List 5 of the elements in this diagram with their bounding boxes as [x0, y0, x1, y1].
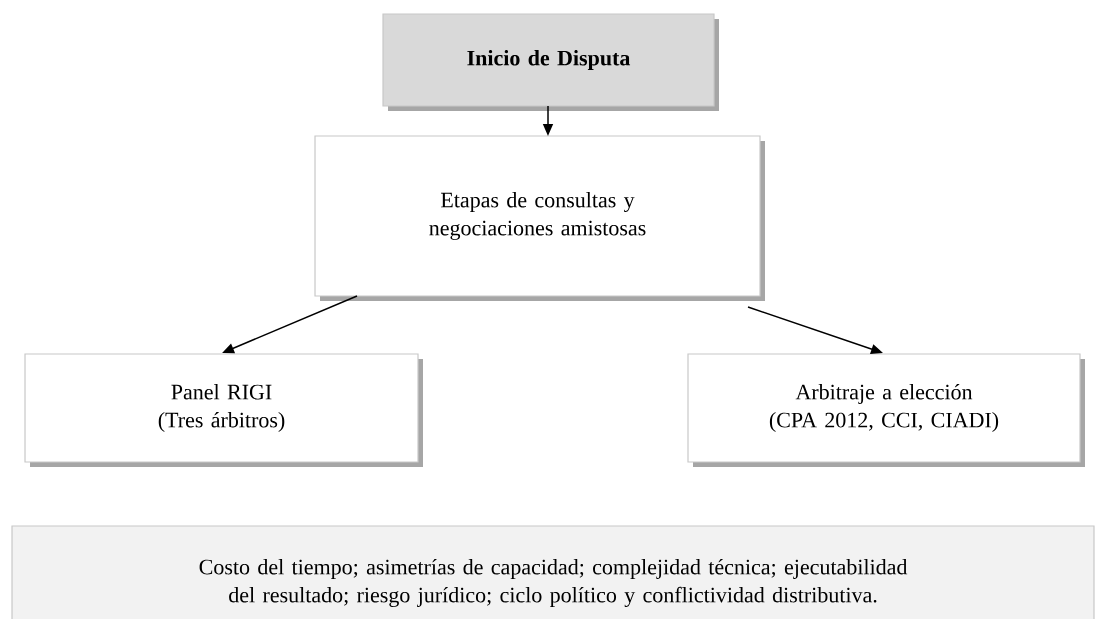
process-box: Etapas de consultas y negociaciones amistosas [314, 135, 765, 301]
note-box: Costo del tiempo; asimetrías de capacidad; complejidad técnica; ejecutabilidad del resultado; riesgo jurídico; ciclo político y conflictividad distributiva. [11, 525, 1095, 619]
start-box: Inicio de Disputa [382, 13, 719, 111]
option-box: Arbitraje a elección (CPA 2012, CCI, CIADI) [687, 353, 1085, 467]
option-box: Panel RIGI (Tres árbitros) [24, 353, 423, 467]
